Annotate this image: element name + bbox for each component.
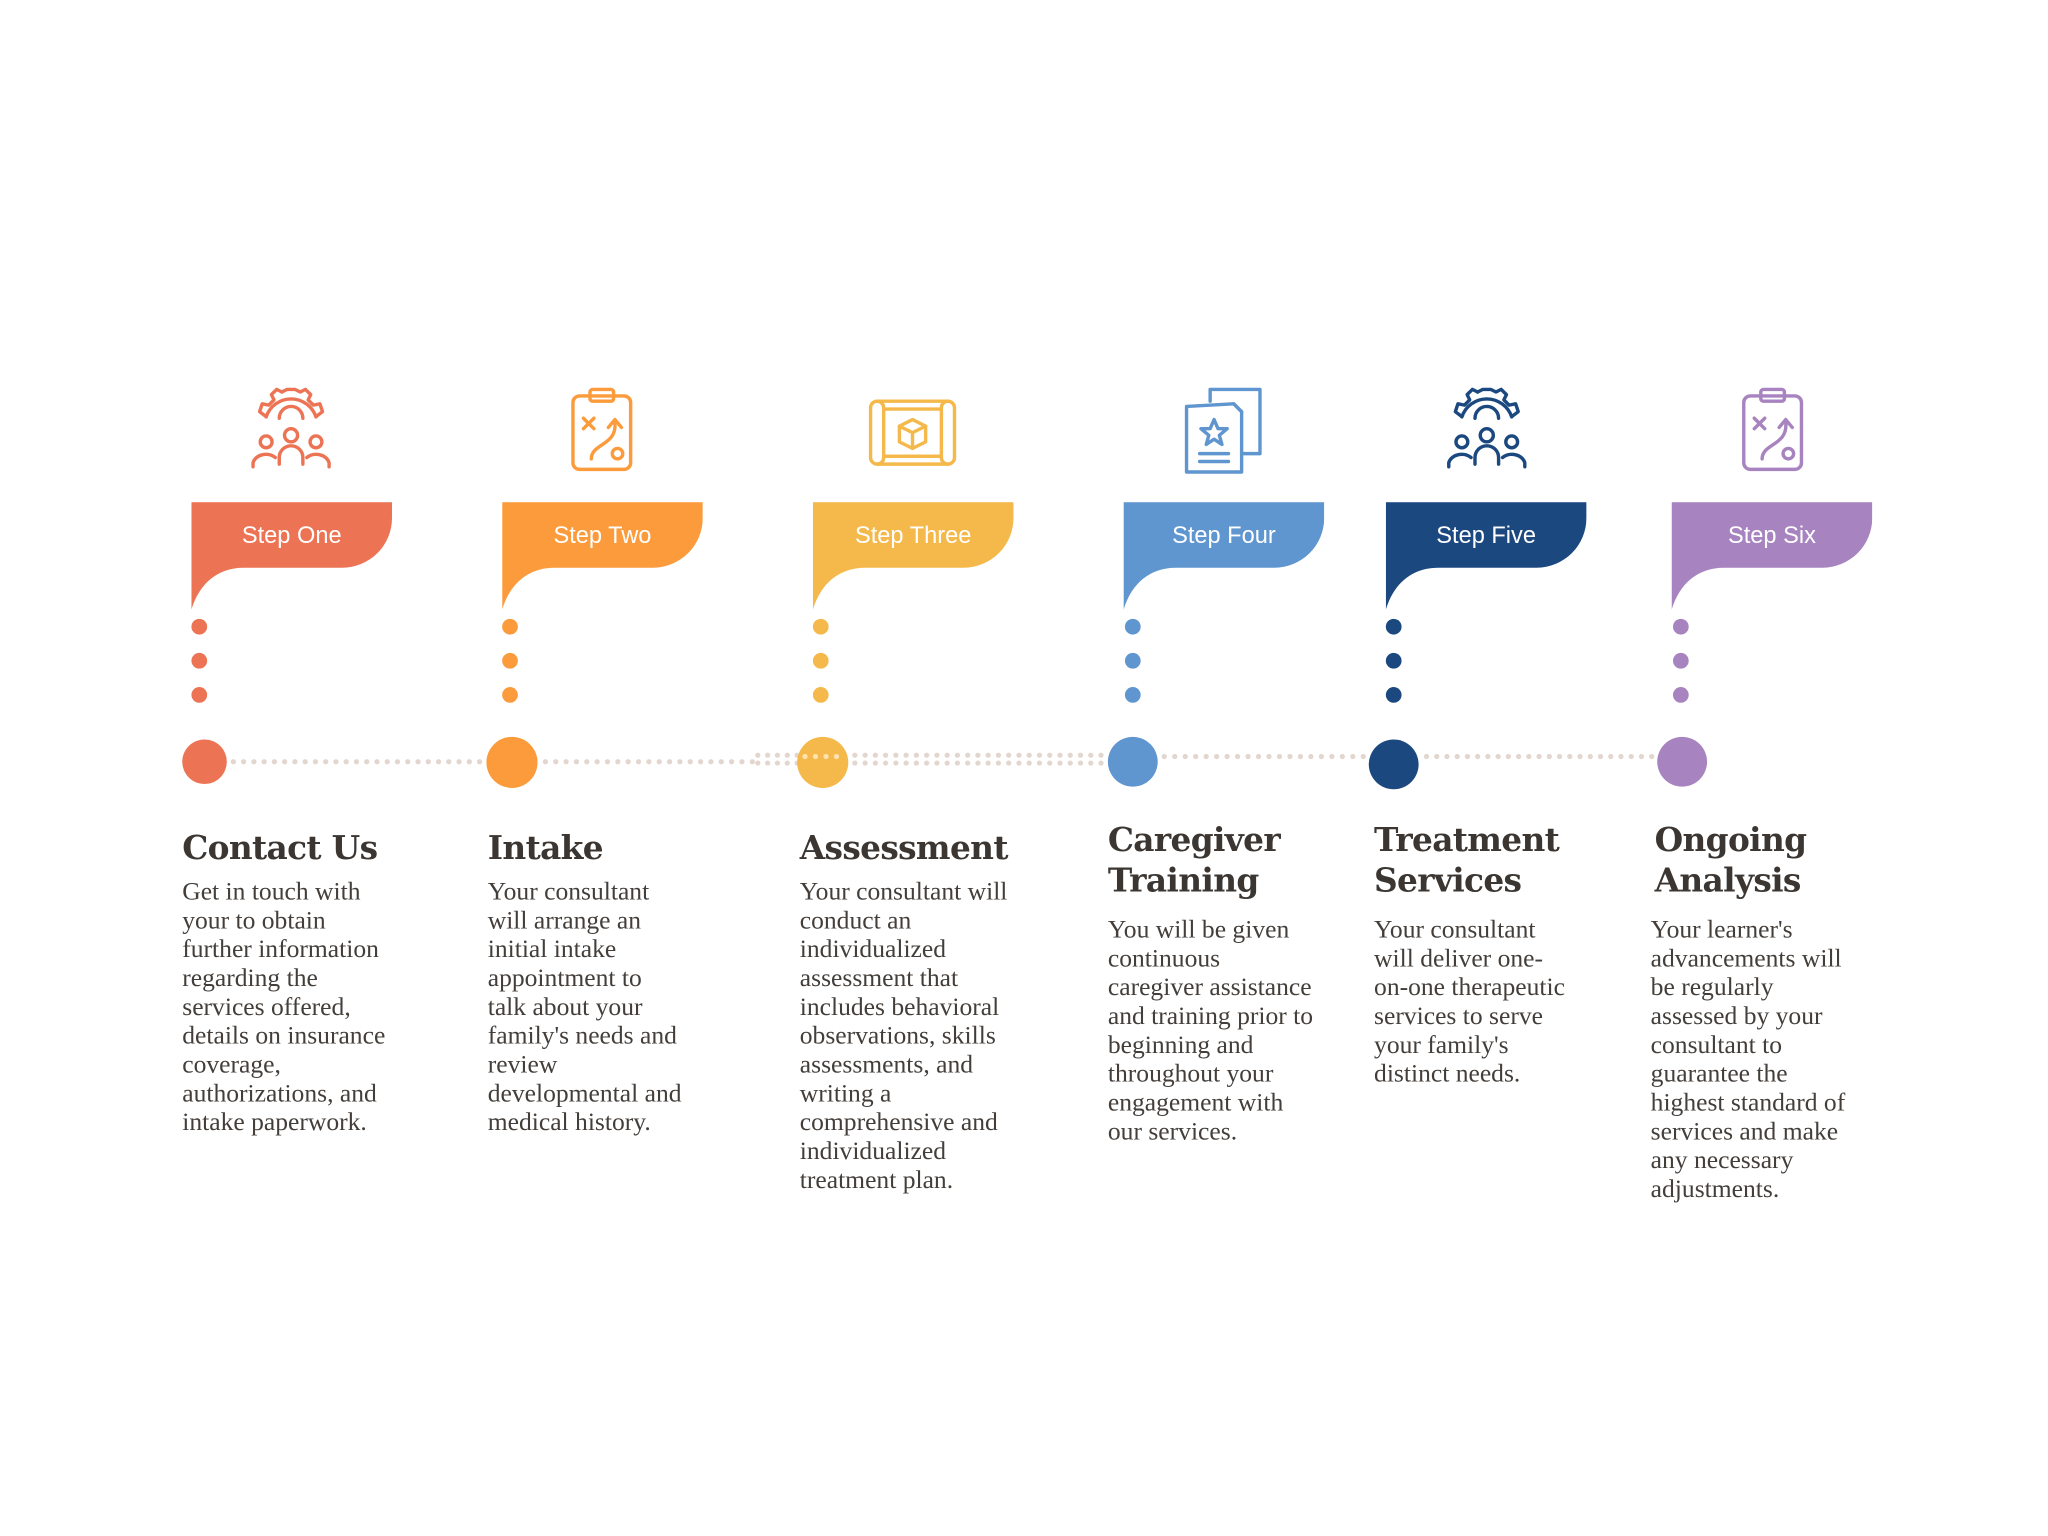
step-five-title: Treatment Services	[1374, 819, 1676, 900]
step-four-dot	[1124, 687, 1141, 703]
step-six-title: Ongoing Analysis	[1655, 819, 1957, 900]
title-line: Services	[1374, 861, 1522, 900]
step-one-dot	[191, 618, 208, 635]
step-six-banner: Step Six	[1671, 502, 1873, 610]
step-label: Step Six	[1727, 521, 1816, 549]
step-three-node-dot	[833, 753, 840, 760]
step-one-title: Contact Us	[182, 827, 484, 868]
step-three-dot	[812, 652, 829, 669]
strategy-clipboard-icon	[1725, 383, 1819, 477]
step-one-node	[182, 739, 227, 785]
timeline-connector	[1161, 753, 1367, 760]
title-line: Training	[1107, 861, 1259, 900]
step-three-description: Your consultant will conduct an individu…	[799, 878, 1008, 1195]
step-three-node-dot	[802, 753, 808, 760]
team-gear-icon	[1440, 383, 1534, 477]
step-six-description: Your learner's advancements will be regu…	[1650, 916, 1846, 1204]
step-three-node-dot	[812, 753, 819, 760]
step-four-dot	[1124, 618, 1141, 635]
title-line: Ongoing	[1654, 820, 1807, 859]
step-three-dot	[812, 687, 829, 703]
step-five-dot	[1385, 618, 1402, 635]
step-one-dot	[191, 687, 208, 703]
step-four-dot	[1124, 652, 1141, 669]
title-line: Assessment	[799, 828, 1009, 867]
step-label: Step Five	[1436, 521, 1536, 549]
step-label: Step Three	[855, 521, 972, 549]
step-label: Step Four	[1172, 521, 1276, 549]
step-three-title: Assessment	[800, 827, 1102, 868]
team-gear-icon	[244, 383, 338, 477]
step-five-description: Your consultant will deliver one-on-one …	[1374, 916, 1565, 1089]
step-five-dot	[1385, 652, 1402, 669]
step-two-description: Your consultant will arrange an initial …	[487, 878, 682, 1137]
step-two-title: Intake	[488, 827, 790, 868]
timeline-connector	[852, 752, 1104, 766]
step-five-dot	[1385, 687, 1402, 703]
title-line: Analysis	[1654, 861, 1802, 900]
step-five-node	[1368, 739, 1419, 790]
step-six-dot	[1672, 687, 1689, 703]
star-document-icon	[1176, 383, 1270, 477]
timeline-connector	[1423, 753, 1655, 760]
title-line: Treatment	[1374, 820, 1560, 859]
blueprint-cube-icon	[865, 383, 959, 477]
step-one-dot	[191, 652, 208, 669]
step-three-node-dot	[823, 753, 829, 760]
step-two-dot	[502, 687, 518, 703]
step-two-dot	[502, 618, 518, 635]
timeline-connector	[755, 752, 800, 766]
step-three-node	[797, 736, 849, 788]
strategy-clipboard-icon	[555, 383, 649, 477]
title-line: Contact Us	[182, 828, 378, 867]
step-four-description: You will be given continuous caregiver a…	[1107, 916, 1314, 1146]
title-line: Intake	[487, 828, 604, 867]
step-two-node	[486, 736, 538, 788]
step-four-node	[1107, 736, 1158, 787]
timeline-connector	[542, 759, 756, 765]
step-two-banner: Step Two	[502, 502, 703, 610]
step-one-description: Get in touch with your to obtain further…	[182, 878, 386, 1137]
step-three-banner: Step Three	[812, 502, 1014, 610]
step-four-banner: Step Four	[1123, 502, 1325, 610]
step-label: Step One	[241, 521, 342, 549]
step-four-title: Caregiver Training	[1108, 819, 1410, 900]
step-three-dot	[812, 618, 829, 635]
step-label: Step Two	[553, 521, 652, 549]
step-six-dot	[1672, 618, 1689, 635]
step-two-dot	[502, 652, 518, 669]
timeline-connector	[230, 759, 483, 765]
step-five-banner: Step Five	[1385, 502, 1587, 610]
step-one-banner: Step One	[191, 502, 393, 610]
step-six-node	[1657, 736, 1708, 787]
title-line: Caregiver	[1107, 820, 1281, 859]
step-six-dot	[1672, 652, 1689, 669]
